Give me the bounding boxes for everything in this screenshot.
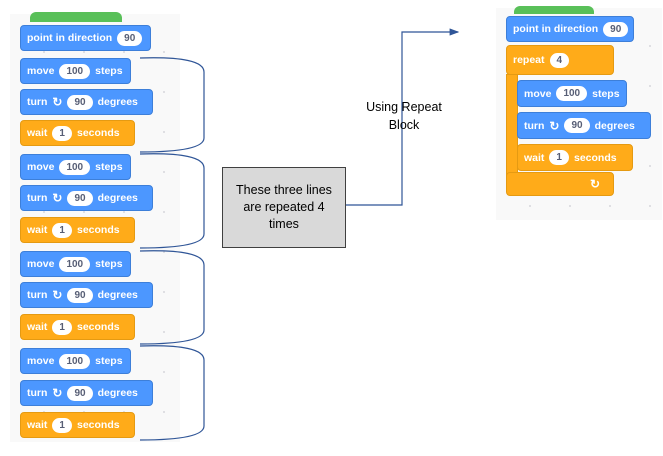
annotation-line: These three lines — [236, 183, 332, 197]
rotate-right-icon: ↻ — [52, 386, 63, 400]
turn-block[interactable]: turn ↻ 90 degrees — [20, 282, 153, 308]
block-label: move — [27, 355, 55, 367]
block-suffix: degrees — [594, 119, 635, 132]
turn-block[interactable]: turn ↻ 90 degrees — [20, 380, 153, 406]
block-label: turn — [27, 192, 48, 204]
brace-group-4 — [139, 345, 205, 441]
loop-arrow-icon: ↻ — [589, 177, 600, 191]
steps-input[interactable]: 100 — [59, 159, 91, 175]
block-label: wait — [27, 127, 48, 139]
block-label: move — [27, 258, 55, 270]
block-label: move — [524, 87, 552, 100]
repeat-block-bottom[interactable]: ↻ — [506, 172, 614, 196]
block-suffix: degrees — [97, 192, 138, 204]
wait-block[interactable]: wait 1 seconds — [20, 314, 135, 340]
block-label: turn — [524, 119, 545, 132]
repeat-count-input[interactable]: 4 — [549, 52, 570, 68]
block-suffix: seconds — [573, 151, 617, 164]
brace-group-2 — [139, 153, 205, 249]
block-suffix: steps — [592, 87, 620, 100]
block-label: move — [27, 65, 55, 77]
label-line: Block — [388, 118, 420, 132]
move-block[interactable]: move 100 steps — [20, 348, 131, 374]
block-suffix: degrees — [97, 387, 138, 399]
degrees-input[interactable]: 90 — [67, 190, 93, 206]
connector-arrow — [346, 28, 460, 206]
annotation-line: are repeated 4 — [243, 200, 325, 214]
block-label: wait — [27, 419, 48, 431]
brace-group-1 — [139, 57, 205, 153]
wait-block[interactable]: wait 1 seconds — [20, 412, 135, 438]
block-label: turn — [27, 289, 48, 301]
turn-block[interactable]: turn ↻ 90 degrees — [20, 185, 153, 211]
point-in-direction-block[interactable]: point in direction 90 — [506, 16, 634, 42]
degrees-input[interactable]: 90 — [67, 287, 93, 303]
rotate-right-icon: ↻ — [52, 95, 63, 109]
block-label: turn — [27, 96, 48, 108]
repeat-block-top[interactable]: repeat 4 — [506, 45, 614, 75]
block-label: wait — [27, 224, 48, 236]
block-label: repeat — [513, 54, 545, 66]
turn-block[interactable]: turn ↻ 90 degrees — [20, 89, 153, 115]
using-repeat-label: Using Repeat Block — [352, 98, 456, 134]
move-block[interactable]: move 100 steps — [20, 251, 131, 277]
block-suffix: degrees — [97, 289, 138, 301]
seconds-input[interactable]: 1 — [52, 222, 72, 238]
block-suffix: seconds — [76, 127, 120, 139]
direction-input[interactable]: 90 — [117, 30, 143, 46]
label-line: Using Repeat — [366, 100, 442, 114]
wait-block[interactable]: wait 1 seconds — [20, 217, 135, 243]
block-suffix: seconds — [76, 224, 120, 236]
block-label: point in direction — [513, 23, 599, 35]
annotation-box: These three lines are repeated 4 times — [222, 167, 346, 248]
steps-input[interactable]: 100 — [59, 353, 91, 369]
block-suffix: seconds — [76, 419, 120, 431]
block-suffix: degrees — [97, 96, 138, 108]
rotate-right-icon: ↻ — [52, 288, 63, 302]
seconds-input[interactable]: 1 — [549, 150, 569, 165]
rotate-right-icon: ↻ — [549, 118, 560, 133]
block-suffix: steps — [95, 161, 123, 173]
move-block[interactable]: move 100 steps — [20, 58, 131, 84]
turn-block[interactable]: turn ↻ 90 degrees — [517, 112, 651, 139]
block-suffix: steps — [95, 65, 123, 77]
hat-block-stub[interactable] — [514, 6, 594, 14]
point-in-direction-block[interactable]: point in direction 90 — [20, 25, 151, 51]
degrees-input[interactable]: 90 — [564, 118, 590, 133]
direction-input[interactable]: 90 — [603, 21, 629, 37]
degrees-input[interactable]: 90 — [67, 385, 93, 401]
annotation-line: times — [269, 217, 299, 231]
seconds-input[interactable]: 1 — [52, 125, 72, 141]
steps-input[interactable]: 100 — [556, 86, 588, 101]
move-block[interactable]: move 100 steps — [20, 154, 131, 180]
block-label: point in direction — [27, 32, 113, 44]
move-block[interactable]: move 100 steps — [517, 80, 627, 107]
brace-group-3 — [139, 250, 205, 345]
wait-block[interactable]: wait 1 seconds — [20, 120, 135, 146]
block-label: wait — [27, 321, 48, 333]
degrees-input[interactable]: 90 — [67, 94, 93, 110]
wait-block[interactable]: wait 1 seconds — [517, 144, 633, 171]
block-label: turn — [27, 387, 48, 399]
block-suffix: steps — [95, 258, 123, 270]
seconds-input[interactable]: 1 — [52, 417, 72, 433]
steps-input[interactable]: 100 — [59, 63, 91, 79]
hat-block-stub[interactable] — [30, 12, 122, 22]
block-suffix: steps — [95, 355, 123, 367]
block-label: move — [27, 161, 55, 173]
block-label: wait — [524, 151, 545, 164]
seconds-input[interactable]: 1 — [52, 319, 72, 335]
steps-input[interactable]: 100 — [59, 256, 91, 272]
block-suffix: seconds — [76, 321, 120, 333]
rotate-right-icon: ↻ — [52, 191, 63, 205]
